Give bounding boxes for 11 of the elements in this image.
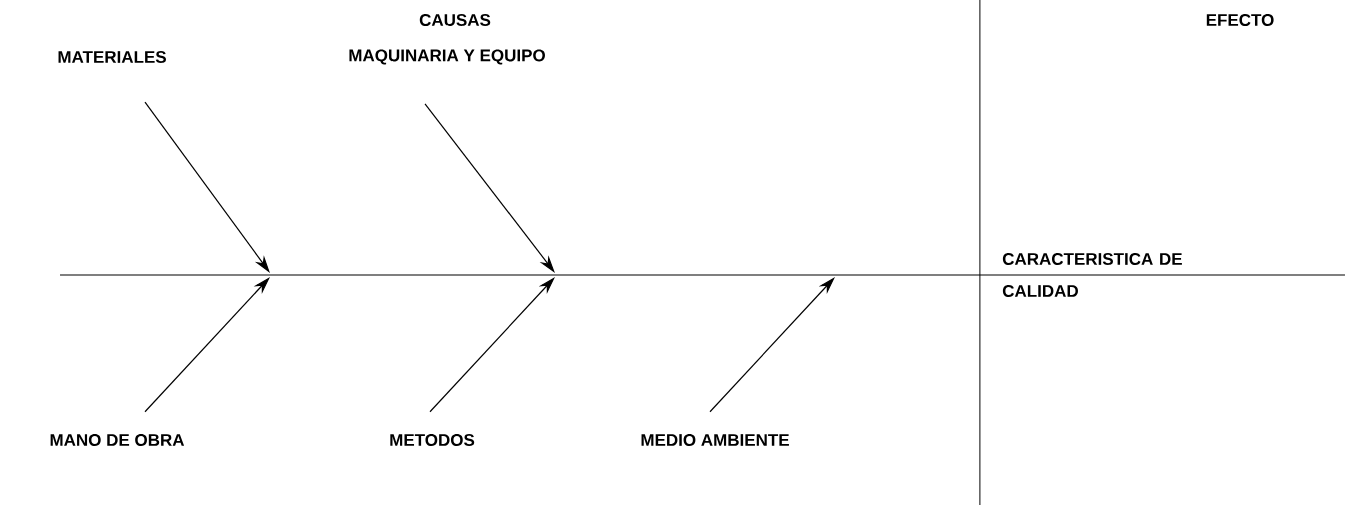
effect-label: CARACTERISTICA DE CALIDAD bbox=[1002, 252, 1182, 297]
cause-label: MAQUINARIA Y EQUIPO bbox=[349, 49, 545, 65]
arrow bbox=[709, 277, 835, 413]
cause-label: METODOS bbox=[390, 433, 475, 446]
arrow bbox=[429, 277, 555, 413]
heading: EFECTO bbox=[1206, 13, 1274, 26]
cause-label: MEDIO AMBIENTE bbox=[641, 433, 789, 446]
cause-label: MATERIALES bbox=[58, 50, 166, 63]
cause-label: MANO DE OBRA bbox=[50, 433, 185, 446]
arrow bbox=[144, 277, 270, 413]
heading: CAUSAS bbox=[419, 13, 491, 26]
